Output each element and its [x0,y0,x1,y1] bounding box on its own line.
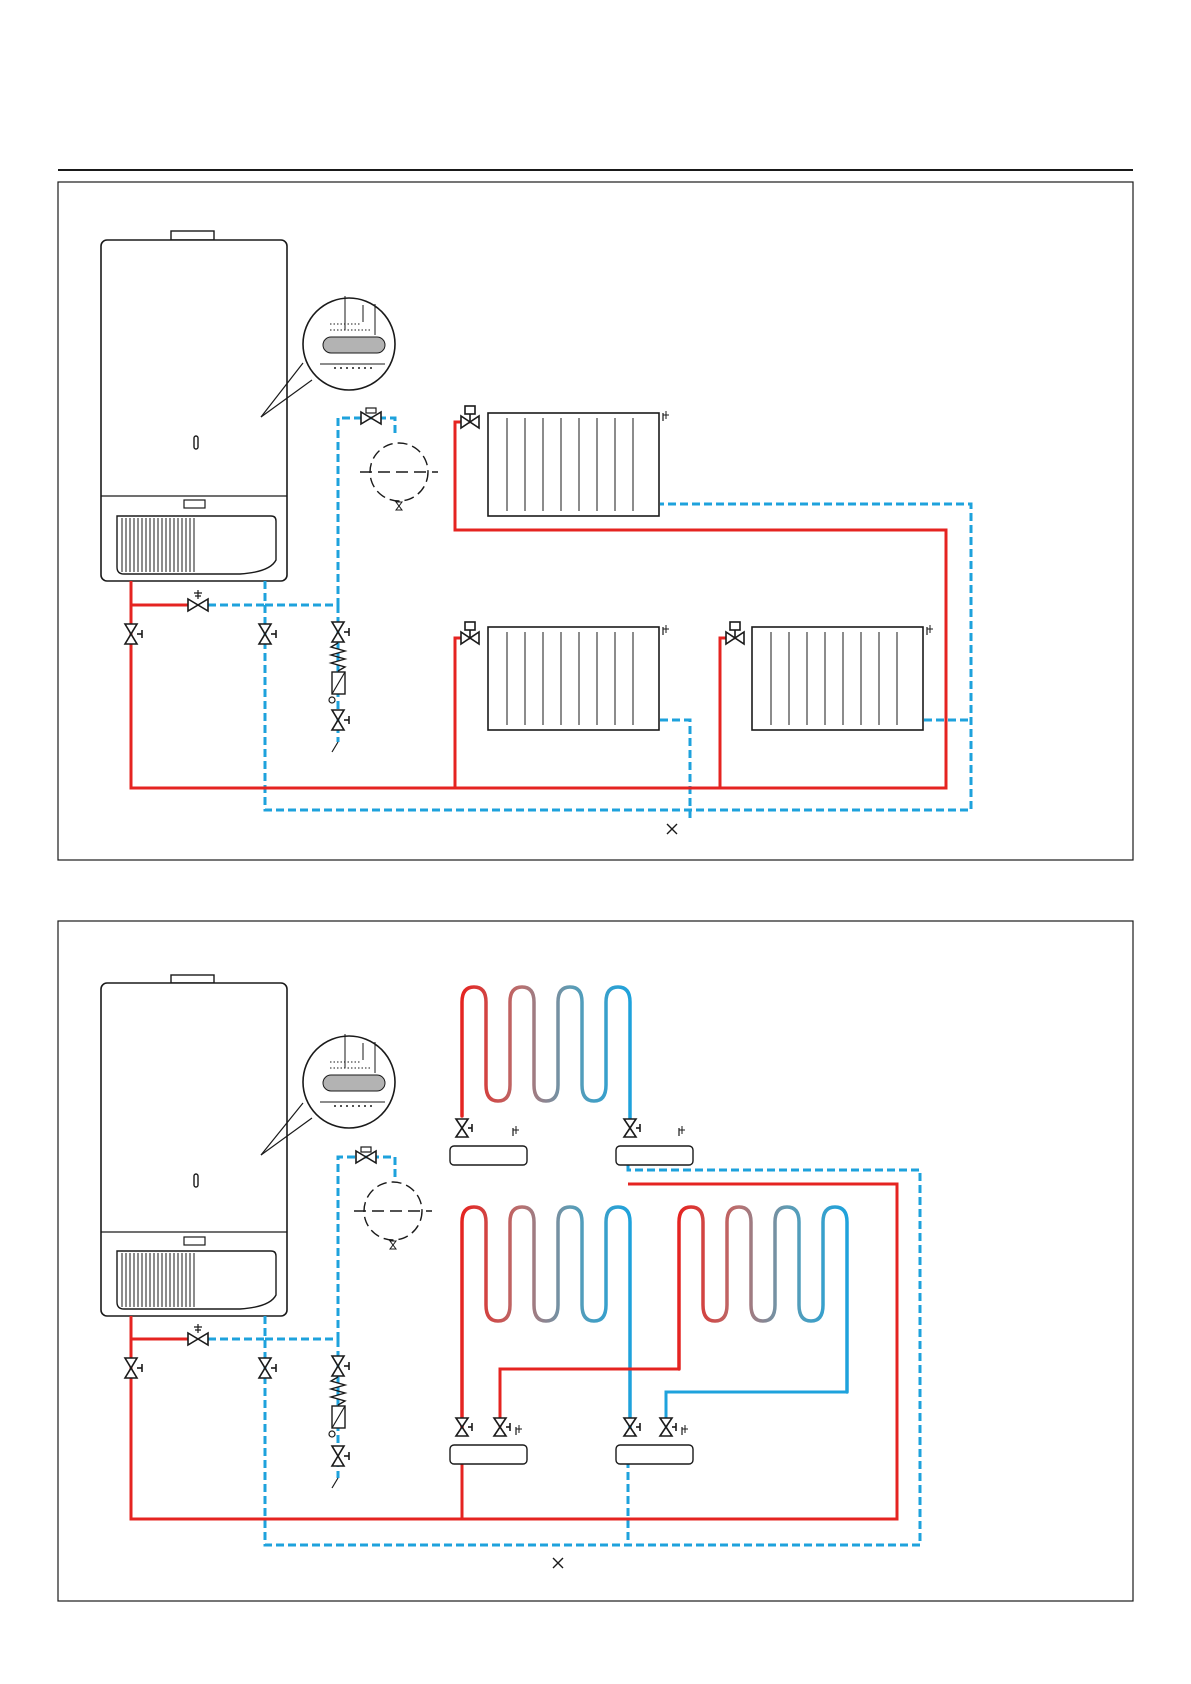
underfloor-panel [58,921,1133,1601]
expansion-vessel-icon [354,1182,432,1249]
drain-point-icon [553,1558,563,1568]
isolation-valve-icon [259,1358,276,1378]
isolation-valve-icon [125,1358,142,1378]
expansion-vessel-icon [360,443,438,510]
manifold-bottom-flow [450,1418,527,1464]
underfloor-loop-bottom-right [679,1207,847,1392]
return-pipes [208,1157,920,1545]
thermostatic-radiator-valve-icon [726,622,744,644]
thermostatic-radiator-valve-icon [461,406,479,428]
manifold-bottom-return [616,1418,693,1464]
underfloor-loop-top [462,987,630,1118]
bypass-valve-icon [188,1333,208,1345]
boiler [101,975,395,1316]
isolation-valve-icon [259,624,276,644]
air-vent-valve-icon [361,412,381,424]
filling-loop-icon [329,1356,349,1488]
air-vent-valve-icon [356,1151,376,1163]
radiator-lower-right [752,625,933,730]
manifold-top-return [616,1119,693,1165]
radiator-upper [488,411,669,516]
manifold-top-flow [450,1119,527,1165]
bypass-valve-icon [188,599,208,611]
boiler [101,231,395,581]
drain-point-icon [667,824,677,834]
underfloor-loop-bottom-left [462,1207,630,1427]
radiator-panel [58,182,1133,860]
thermostatic-radiator-valve-icon [461,622,479,644]
isolation-valve-icon [125,624,142,644]
radiator-lower-left [488,625,669,730]
